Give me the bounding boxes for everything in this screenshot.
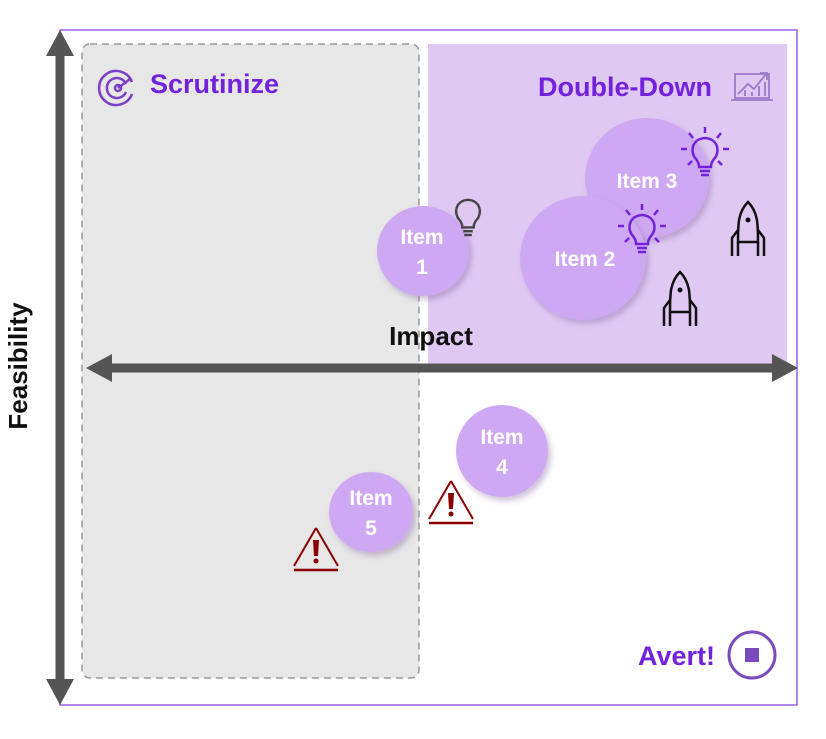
feasibility-axis-arrow [46, 30, 74, 705]
item-1-bubble[interactable]: Item 1 [377, 206, 469, 296]
scrutinize-region [81, 43, 420, 679]
item-3-label: Item 3 [617, 170, 678, 193]
growth-chart-icon [731, 72, 773, 101]
feasibility-axis-label: Feasibility [3, 302, 33, 430]
impact-axis-label: Impact [389, 321, 473, 351]
item-4-bubble[interactable]: Item 4 [456, 405, 548, 497]
item-2-label: Item 2 [555, 248, 616, 271]
item-4-label-line2: 4 [496, 456, 508, 479]
scrutinize-title: Scrutinize [150, 69, 279, 99]
item-1-label-line1: Item [400, 226, 443, 249]
double-down-title: Double-Down [538, 72, 712, 102]
item-5-bubble[interactable]: Item 5 [329, 472, 413, 552]
item-1-label-line2: 1 [416, 256, 428, 279]
impact-axis-arrow [86, 354, 798, 382]
stop-icon [727, 630, 777, 680]
target-icon [97, 69, 134, 107]
item-5-label-line2: 5 [365, 517, 377, 540]
item-2-bubble[interactable]: Item 2 [520, 196, 646, 320]
item-5-label-line1: Item [349, 487, 392, 510]
item-4-label-line1: Item [480, 426, 523, 449]
avert-title: Avert! [638, 641, 715, 671]
